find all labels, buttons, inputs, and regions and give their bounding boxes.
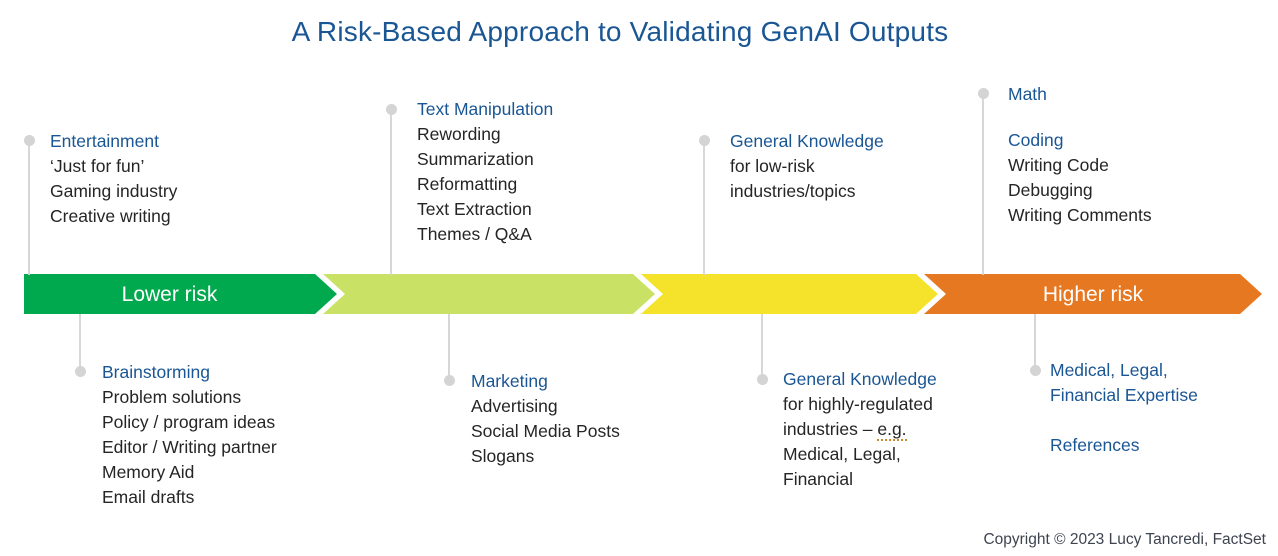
connector-line-general-knowledge-high — [761, 314, 763, 380]
callout-general-knowledge-low-risk: General Knowledge for low-risk industrie… — [730, 129, 884, 204]
callout-item: Problem solutions — [102, 387, 242, 407]
callout-item: Medical, Legal, — [783, 444, 901, 464]
higher-risk-label: Higher risk — [1042, 282, 1144, 306]
connector-line-text-manipulation — [390, 110, 392, 275]
callout-heading: General Knowledge — [783, 369, 937, 389]
callout-heading-math: Math — [1008, 84, 1047, 104]
copyright-notice: Copyright © 2023 Lucy Tancredi, FactSet — [983, 531, 1266, 548]
callout-expertise-references: Medical, Legal, Financial Expertise Refe… — [1050, 358, 1198, 458]
connector-line-math-coding — [982, 94, 984, 275]
callout-heading: Marketing — [471, 371, 548, 391]
connector-line-entertainment — [28, 141, 30, 275]
callout-item: Policy / program ideas — [102, 412, 276, 432]
callout-item: Financial — [783, 469, 854, 489]
callout-item-text: industries – — [783, 419, 878, 439]
callout-heading-expertise-line2: Financial Expertise — [1050, 385, 1198, 405]
spellcheck-underline-eg: e.g. — [877, 419, 907, 441]
callout-marketing: Marketing Advertising Social Media Posts… — [471, 369, 620, 469]
callout-item: Email drafts — [102, 487, 195, 507]
page-title: A Risk-Based Approach to Validating GenA… — [291, 16, 949, 47]
callout-item: Reformatting — [417, 174, 518, 194]
connector-dot-expertise — [1030, 365, 1041, 376]
callout-item: Slogans — [471, 446, 535, 466]
connector-dot-text-manipulation — [386, 104, 397, 115]
spacer — [1050, 408, 1198, 433]
callout-item: Writing Code — [1008, 155, 1109, 175]
callout-heading-expertise-line1: Medical, Legal, — [1050, 360, 1168, 380]
callout-heading-coding: Coding — [1008, 130, 1064, 150]
callout-item: Creative writing — [50, 206, 171, 226]
arrow-segment-higher-risk: Higher risk — [924, 274, 1262, 314]
callout-heading: Brainstorming — [102, 362, 210, 382]
connector-line-marketing — [448, 314, 450, 381]
callout-item: industries – e.g. — [783, 417, 937, 442]
lower-risk-label: Lower risk — [121, 282, 218, 306]
callout-item: Social Media Posts — [471, 421, 620, 441]
callout-item: Debugging — [1008, 180, 1093, 200]
connector-line-general-knowledge-low — [703, 141, 705, 275]
spacer — [1008, 107, 1152, 128]
connector-line-expertise — [1034, 314, 1036, 371]
callout-item: Summarization — [417, 149, 534, 169]
callout-item: Editor / Writing partner — [102, 437, 277, 457]
callout-item: industries/topics — [730, 181, 856, 201]
callout-heading: Text Manipulation — [417, 99, 554, 119]
callout-heading: General Knowledge — [730, 131, 884, 151]
callout-item: ‘Just for fun’ — [50, 156, 145, 176]
connector-dot-brainstorming — [75, 366, 86, 377]
arrow-segment-lower-risk: Lower risk — [24, 274, 337, 314]
callout-heading: Entertainment — [50, 131, 159, 151]
connector-dot-general-knowledge-low — [699, 135, 710, 146]
callout-item: Memory Aid — [102, 462, 195, 482]
callout-heading-references: References — [1050, 435, 1140, 455]
callout-item: Rewording — [417, 124, 501, 144]
connector-line-brainstorming — [79, 314, 81, 372]
callout-item: Writing Comments — [1008, 205, 1152, 225]
connector-dot-math-coding — [978, 88, 989, 99]
callout-item: Themes / Q&A — [417, 224, 532, 244]
callout-text-manipulation: Text Manipulation Rewording Summarizatio… — [417, 97, 553, 247]
callout-entertainment: Entertainment ‘Just for fun’ Gaming indu… — [50, 129, 177, 229]
callout-brainstorming: Brainstorming Problem solutions Policy /… — [102, 360, 277, 510]
arrow-segment-mid-high — [641, 274, 938, 314]
connector-dot-marketing — [444, 375, 455, 386]
callout-item: for low-risk — [730, 156, 815, 176]
arrow-segment-low-mid — [323, 274, 655, 314]
connector-dot-entertainment — [24, 135, 35, 146]
callout-item: for highly-regulated — [783, 394, 933, 414]
callout-item: Advertising — [471, 396, 558, 416]
callout-general-knowledge-high-risk: General Knowledge for highly-regulated i… — [783, 367, 937, 492]
callout-item: Gaming industry — [50, 181, 178, 201]
callout-item: Text Extraction — [417, 199, 532, 219]
connector-dot-general-knowledge-high — [757, 374, 768, 385]
callout-math-coding: Math Coding Writing Code Debugging Writi… — [1008, 82, 1152, 228]
